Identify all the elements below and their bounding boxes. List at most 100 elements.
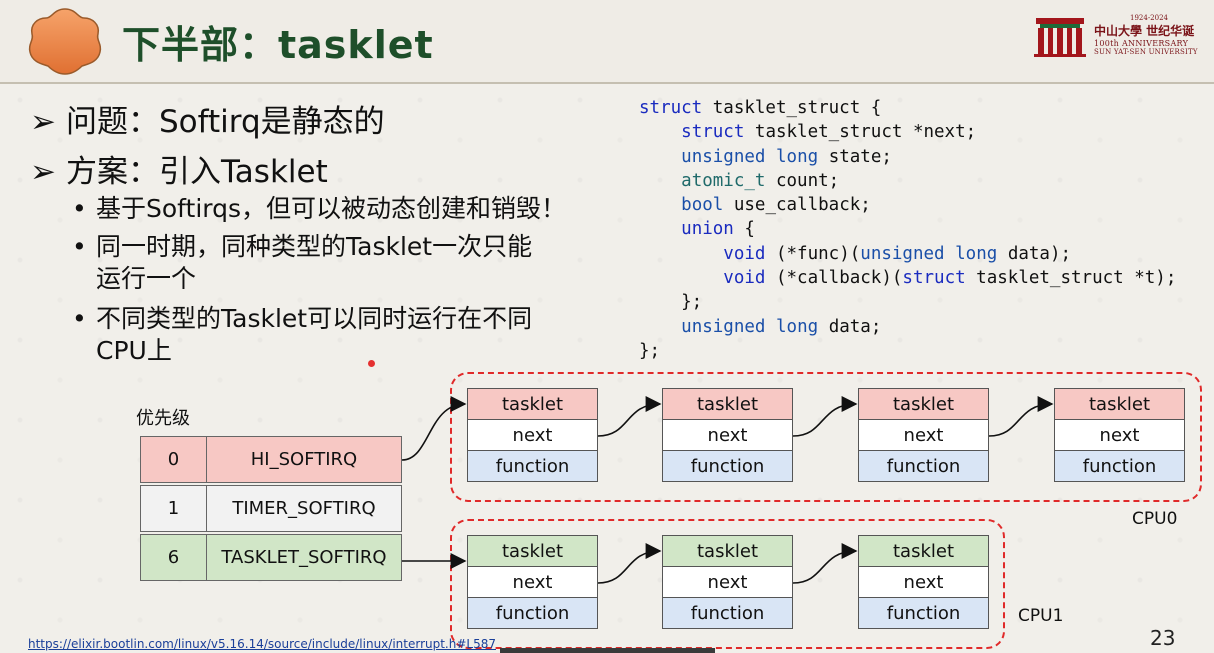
- softirq-index: 1: [140, 485, 207, 532]
- tasklet-head: tasklet: [467, 535, 598, 567]
- arrow-bullet-icon: ➢: [30, 104, 56, 140]
- cpu1-label: CPU1: [1018, 606, 1064, 626]
- code-text: (*callback)(: [765, 268, 903, 289]
- tasklet-function: function: [858, 450, 989, 482]
- university-gate-logo-icon: [1034, 18, 1086, 57]
- code-text: {: [733, 219, 755, 240]
- code-keyword: long: [776, 316, 819, 337]
- code-keyword: struct: [639, 98, 703, 118]
- tasklet-function: function: [1054, 450, 1185, 482]
- university-name-cn: 中山大學 世纪华诞: [1094, 24, 1195, 38]
- softirq-index: 0: [140, 436, 207, 483]
- code-line: union {: [639, 217, 1176, 241]
- university-name: 1924-2024 中山大學 世纪华诞 100th ANNIVERSARY SU…: [1094, 14, 1204, 56]
- bottom-bar: [500, 648, 715, 653]
- tasklet-head: tasklet: [1054, 388, 1185, 420]
- tasklet-function: function: [467, 450, 598, 482]
- code-text: use_callback;: [723, 195, 871, 216]
- softirq-name: HI_SOFTIRQ: [206, 436, 402, 483]
- code-line: void (*callback)(struct tasklet_struct *…: [639, 266, 1176, 290]
- pointer-dot: [368, 360, 375, 367]
- hi-softirq-arrow: [401, 396, 467, 461]
- code-text: tasklet_struct *t);: [965, 268, 1177, 289]
- anniversary-years: 1924-2024: [1130, 14, 1168, 22]
- dot-bullet-icon: •: [72, 232, 87, 261]
- next-arrow: [792, 543, 858, 584]
- sub-bullet-text: 不同类型的Tasklet可以同时运行在不同: [96, 304, 533, 333]
- next-arrow: [597, 396, 662, 437]
- tasklet-node: tasklet next function: [467, 388, 598, 482]
- code-keyword: unsigned: [681, 316, 766, 337]
- code-keyword: void: [723, 243, 766, 264]
- code-text: state;: [818, 146, 892, 167]
- flower-logo-icon: [28, 8, 102, 75]
- tasklet-next: next: [858, 419, 989, 451]
- tasklet-node: tasklet next function: [858, 388, 989, 482]
- softirq-name: TIMER_SOFTIRQ: [206, 485, 402, 532]
- sub-bullet-1: • 基于Softirqs，但可以被动态创建和销毁！: [72, 193, 566, 225]
- bullet-question-text: 问题：Softirq是静态的: [66, 104, 385, 140]
- tasklet-head: tasklet: [662, 535, 793, 567]
- next-arrow: [597, 543, 662, 584]
- tasklet-next: next: [467, 419, 598, 451]
- code-text: data;: [818, 316, 882, 337]
- bullet-answer-text: 方案：引入Tasklet: [66, 154, 328, 190]
- code-line: struct tasklet_struct {: [639, 96, 1176, 120]
- anniversary-text: 100th ANNIVERSARY: [1094, 39, 1189, 48]
- code-text: };: [639, 340, 661, 361]
- tasklet-head: tasklet: [858, 388, 989, 420]
- code-keyword: union: [681, 219, 734, 240]
- code-line: };: [639, 290, 1176, 314]
- code-line: bool use_callback;: [639, 193, 1176, 217]
- code-keyword: unsigned: [681, 146, 766, 167]
- code-line: unsigned long data;: [639, 315, 1176, 339]
- code-keyword: long: [955, 243, 998, 264]
- code-text: data);: [997, 243, 1072, 264]
- code-keyword: void: [723, 268, 766, 289]
- code-text: };: [639, 292, 703, 313]
- code-keyword: struct: [902, 268, 966, 289]
- sub-bullet-text-cont: CPU上: [96, 336, 172, 365]
- cpu1-group: [450, 519, 1005, 649]
- tasklet-node: tasklet next function: [662, 388, 793, 482]
- code-line: atomic_t count;: [639, 169, 1176, 193]
- sub-bullet-3: •不同类型的Tasklet可以同时运行在不同 CPU上: [72, 303, 532, 367]
- tasklet-node: tasklet next function: [858, 535, 989, 629]
- sub-bullet-text: 同一时期，同种类型的Tasklet一次只能: [96, 232, 533, 261]
- code-text: (*func)(: [765, 243, 861, 264]
- page-number: 23: [1150, 626, 1176, 650]
- tasklet-next: next: [662, 566, 793, 598]
- tasklet-function: function: [858, 597, 989, 629]
- softirq-name: TASKLET_SOFTIRQ: [206, 534, 402, 581]
- tasklet-node: tasklet next function: [1054, 388, 1185, 482]
- sub-bullet-text: 基于Softirqs，但可以被动态创建和销毁！: [96, 194, 567, 223]
- code-text: count;: [765, 170, 840, 191]
- code-line: void (*func)(unsigned long data);: [639, 242, 1176, 266]
- dot-bullet-icon: •: [72, 194, 87, 223]
- code-keyword: atomic_t: [681, 170, 766, 191]
- code-line: unsigned long state;: [639, 145, 1176, 169]
- bullet-question: ➢ 问题：Softirq是静态的: [30, 96, 385, 141]
- code-keyword: unsigned: [860, 243, 945, 264]
- arrow-bullet-icon: ➢: [30, 154, 56, 190]
- code-keyword: struct: [681, 122, 745, 143]
- bullet-answer: ➢ 方案：引入Tasklet: [30, 146, 328, 191]
- sub-bullet-text-cont: 运行一个: [96, 264, 197, 293]
- tasklet-next: next: [858, 566, 989, 598]
- university-name-en: SUN YAT-SEN UNIVERSITY: [1094, 48, 1198, 56]
- slide-header: [0, 0, 1214, 82]
- source-link[interactable]: https://elixir.bootlin.com/linux/v5.16.1…: [28, 637, 496, 651]
- code-text: tasklet_struct {: [702, 98, 882, 118]
- tasklet-node: tasklet next function: [662, 535, 793, 629]
- header-divider: [0, 82, 1214, 84]
- tasklet-function: function: [467, 597, 598, 629]
- sub-bullet-2: • 同一时期，同种类型的Tasklet一次只能 运行一个: [72, 231, 532, 295]
- tasklet-head: tasklet: [858, 535, 989, 567]
- code-text: tasklet_struct *next;: [744, 122, 977, 143]
- tasklet-function: function: [662, 597, 793, 629]
- next-arrow: [792, 396, 858, 437]
- page-title: 下半部：tasklet: [122, 23, 434, 67]
- code-line: };: [639, 339, 1176, 363]
- code-line: struct tasklet_struct *next;: [639, 120, 1176, 144]
